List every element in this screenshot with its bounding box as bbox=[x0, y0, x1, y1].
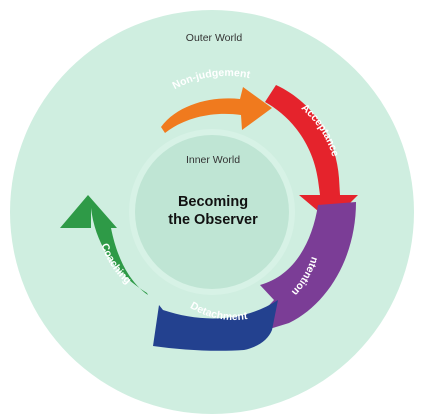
outer-world-label: Outer World bbox=[186, 32, 243, 44]
center-title-line-1: Becoming bbox=[178, 194, 248, 210]
non-judgement-arrow bbox=[161, 87, 272, 133]
detachment-arrow bbox=[153, 300, 278, 351]
center-title-line-2: the Observer bbox=[168, 212, 258, 228]
coaching-arrow bbox=[60, 195, 148, 295]
inner-world-circle bbox=[135, 135, 289, 289]
intention-arrow bbox=[260, 202, 356, 331]
acceptance-arrow bbox=[265, 85, 358, 222]
inner-world-label: Inner World bbox=[186, 154, 240, 166]
